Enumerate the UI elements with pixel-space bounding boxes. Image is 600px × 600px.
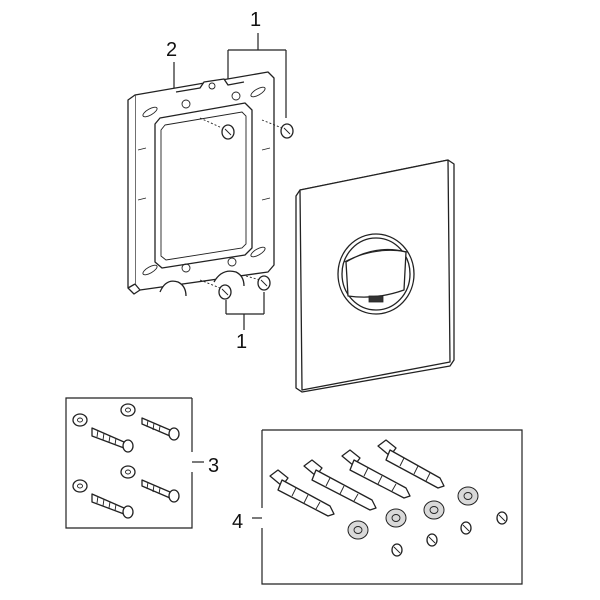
leader-callout-1-bottom [225,292,265,330]
wood-screw [91,493,134,519]
wood-screw [91,427,134,453]
frame-screw-bottom-right [245,275,271,291]
extension-bolt [341,449,472,535]
callout-2: 2 [166,39,178,61]
extension-bolt [377,439,508,525]
extension-bolt [269,469,403,557]
washer [72,413,88,427]
extension-bolt [303,459,438,547]
wood-screw [141,479,180,503]
callout-1-top: 1 [250,9,262,31]
wood-screw [141,417,180,441]
callout-3: 3 [208,455,220,477]
washer [120,465,136,479]
frame-screw-bottom-left [199,279,232,300]
callout-1-bottom: 1 [236,331,248,353]
parts-box-3 [65,397,204,529]
washer [120,403,136,417]
frame-screw-top-left [199,117,235,140]
frame-screw-top-right [261,119,294,139]
parts-box-4 [252,429,523,585]
small-flush-indicator [368,295,384,303]
callout-4: 4 [232,511,244,533]
mounting-frame [127,71,275,297]
washer [72,479,88,493]
flush-plate [295,159,455,393]
